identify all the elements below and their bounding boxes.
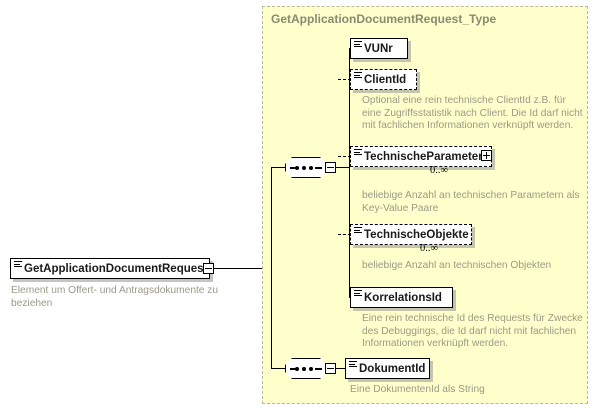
element-lines-icon — [354, 149, 362, 156]
element-label: ClientId — [364, 73, 407, 86]
cardinality-technischeparameter: 0..∞ — [430, 165, 448, 176]
cardinality-technischeobjekte: 0..∞ — [420, 243, 438, 254]
sequence-dots-icon — [295, 165, 313, 170]
element-description-korrelationsid: Eine rein technische Id des Requests für… — [362, 313, 583, 349]
connector-trunk-to-seq1 — [271, 167, 285, 169]
element-box-get-application-document-request[interactable]: GetApplicationDocumentRequest — [10, 258, 210, 279]
element-description-dokumentid: Eine DokumentenId als String — [350, 384, 485, 395]
element-description-technischeparameter: beliebige Anzahl an technischen Paramete… — [362, 190, 580, 214]
element-label: KorrelationsId — [364, 291, 442, 304]
element-label: GetApplicationDocumentRequest — [24, 262, 208, 275]
root-element-area: GetApplicationDocumentRequest Element um… — [0, 0, 272, 411]
connector-children-vertical — [349, 48, 351, 298]
element-lines-icon — [354, 290, 362, 297]
element-lines-icon — [14, 261, 22, 268]
connector-root-to-branch — [214, 268, 272, 270]
connector-to-technischeparameter — [338, 156, 351, 157]
connector-seq1-to-children — [336, 167, 350, 169]
collapse-toggle-root[interactable] — [203, 263, 214, 274]
collapse-toggle-sequence-main[interactable] — [325, 162, 336, 173]
expand-toggle-technischeparameter[interactable] — [481, 150, 492, 161]
element-label: DokumentId — [359, 362, 426, 375]
element-label: VUNr — [364, 42, 393, 55]
connector-trunk-vertical — [271, 167, 273, 369]
connector-trunk-to-seq2 — [271, 368, 285, 370]
element-lines-icon — [354, 227, 362, 234]
element-box-korrelationsid[interactable]: KorrelationsId — [350, 287, 453, 308]
element-description-technischeobjekte: beliebige Anzahl an technischen Objekten — [362, 260, 552, 271]
element-box-vunr[interactable]: VUNr — [350, 38, 408, 59]
element-lines-icon — [354, 41, 362, 48]
connector-seq2-to-dokumentid — [336, 368, 346, 370]
element-box-technischeparameter[interactable]: TechnischeParameter — [350, 146, 492, 167]
sequence-compositor-secondary[interactable] — [285, 358, 329, 380]
sequence-bar-left — [290, 368, 296, 370]
type-container-title: GetApplicationDocumentRequest_Type — [271, 12, 497, 26]
sequence-bar-left — [290, 167, 296, 169]
element-description-clientid: Optional eine rein technische ClientId z… — [362, 95, 583, 131]
element-label: TechnischeObjekte — [364, 228, 469, 241]
sequence-dots-icon — [295, 366, 313, 371]
sequence-bar-right — [315, 167, 322, 169]
root-element-description: Element um Offert- und Antragsdokumente … — [11, 285, 219, 309]
element-box-clientid[interactable]: ClientId — [350, 69, 417, 90]
type-container-get-application-document-request-type: GetApplicationDocumentRequest_Type — [262, 6, 588, 404]
sequence-bar-right — [315, 368, 322, 370]
element-lines-icon — [354, 72, 362, 79]
collapse-toggle-sequence-secondary[interactable] — [325, 363, 336, 374]
element-label: TechnischeParameter — [364, 150, 483, 163]
element-box-dokumentid[interactable]: DokumentId — [345, 358, 430, 379]
sequence-compositor-main[interactable] — [285, 157, 329, 179]
element-lines-icon — [349, 361, 357, 368]
connector-to-clientid — [338, 79, 351, 80]
connector-to-technischeobjekte — [338, 234, 351, 235]
element-box-technischeobjekte[interactable]: TechnischeObjekte — [350, 224, 472, 245]
